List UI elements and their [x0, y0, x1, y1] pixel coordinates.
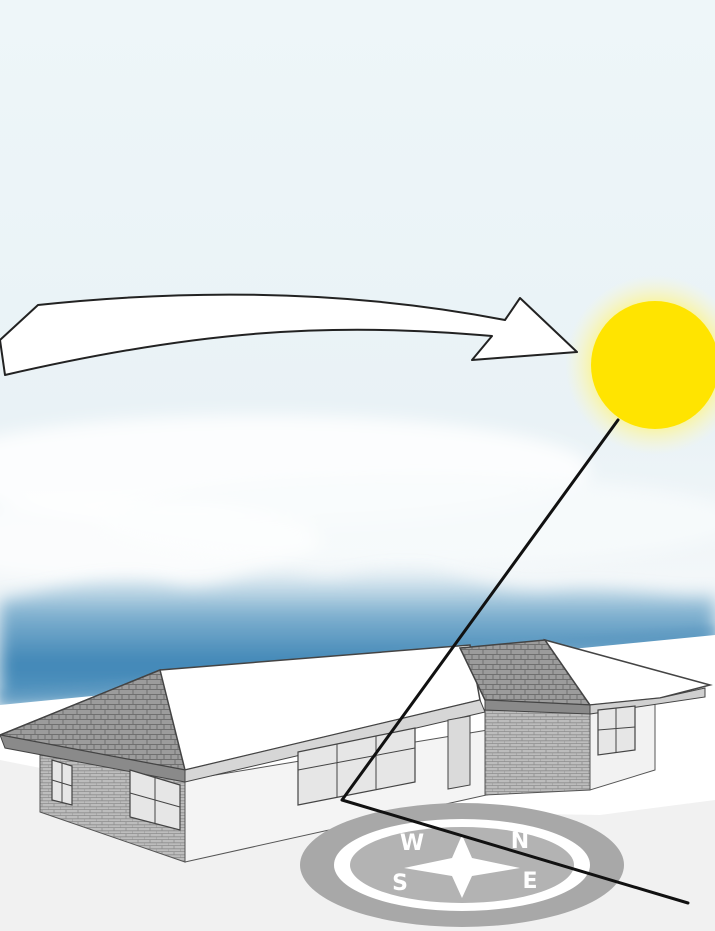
- compass: N E S W: [300, 803, 624, 927]
- compass-label-east: E: [522, 869, 537, 894]
- sun: [591, 301, 715, 429]
- compass-label-south: S: [392, 871, 408, 896]
- compass-label-west: W: [400, 831, 424, 856]
